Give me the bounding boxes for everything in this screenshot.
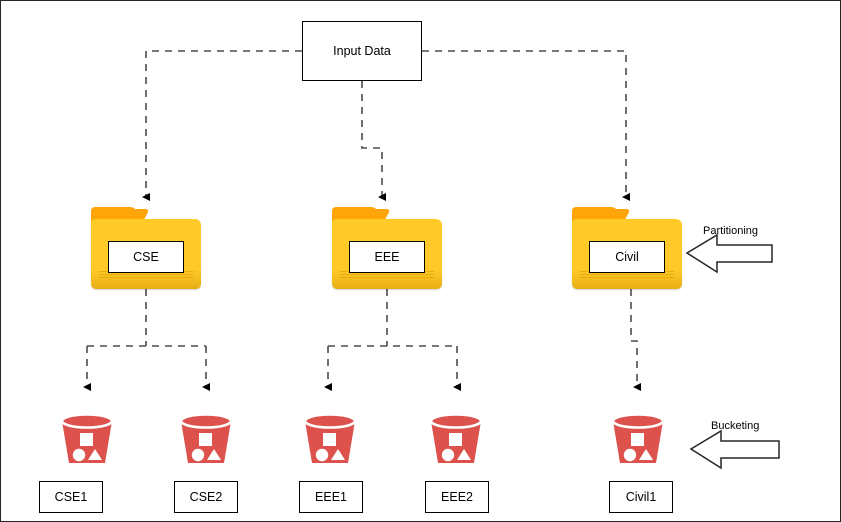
s3-bucket-cse2[interactable] [177,411,235,467]
bucket-name-eee2[interactable]: EEE2 [425,481,489,513]
connector-eee-split [328,289,457,347]
s3-bucket-eee2[interactable] [427,411,485,467]
s3-bucket-icon [429,413,483,463]
s3-bucket-icon [303,413,357,463]
bucket-name-eee1[interactable]: EEE1 [299,481,363,513]
s3-bucket-eee1[interactable] [301,411,359,467]
connector-cse-split [87,289,206,347]
connector-input-to-eee [361,81,386,201]
connector-input-to-civil [422,50,630,201]
input-data-label: Input Data [333,44,391,58]
connector-civil-to-civil1 [630,289,641,391]
s3-bucket-civil1[interactable] [609,411,667,467]
bucket-name-cse2[interactable]: CSE2 [174,481,238,513]
s3-bucket-cse1[interactable] [58,411,116,467]
bucket-name-cse1[interactable]: CSE1 [39,481,103,513]
partition-label-civil: Civil [589,241,665,273]
partition-folder-civil[interactable]: Civil [572,207,682,289]
bucketing-block-arrow [689,429,780,470]
partition-folder-cse[interactable]: CSE [91,207,201,289]
partition-folder-eee[interactable]: EEE [332,207,442,289]
partition-label-cse: CSE [108,241,184,273]
annotation-label-bucketing: Bucketing [711,420,760,432]
partition-label-eee: EEE [349,241,425,273]
connector-input-to-cse [142,50,302,201]
s3-bucket-icon [60,413,114,463]
s3-bucket-icon [611,413,665,463]
s3-bucket-icon [179,413,233,463]
input-data-node[interactable]: Input Data [302,21,422,81]
partitioning-block-arrow [685,233,773,274]
annotation-label-partitioning: Partitioning [703,225,759,237]
bucket-name-civil1[interactable]: Civil1 [609,481,673,513]
